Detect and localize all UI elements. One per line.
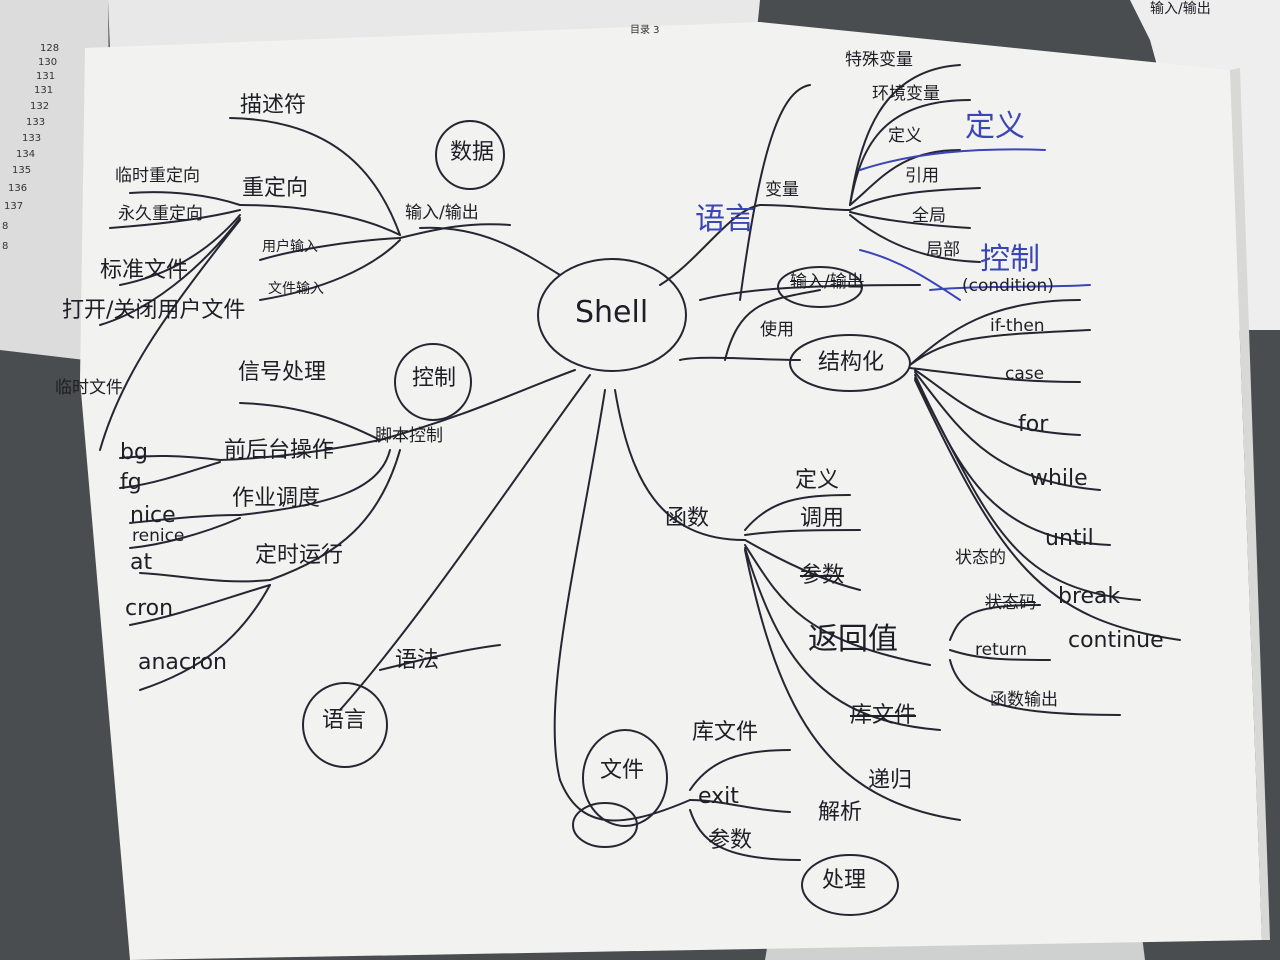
redirect-node: 打开/关闭用户文件 <box>62 298 246 323</box>
struct-child: while <box>1030 466 1088 491</box>
blue-define: 定义 <box>965 109 1025 144</box>
variable-child: 环境变量 <box>872 84 940 104</box>
page-number: 134 <box>16 149 36 160</box>
file-node: exit <box>698 784 739 809</box>
variable-child: 特殊变量 <box>845 50 913 70</box>
struct-node: 结构化 <box>818 350 885 375</box>
control-label: 控制 <box>980 242 1040 277</box>
fgbg-node: bg <box>120 440 148 465</box>
page-number: 136 <box>8 183 28 194</box>
syntax-branch-title: 语法 <box>395 648 440 673</box>
variable-child: 局部 <box>926 240 960 260</box>
io-tag: 数据 <box>450 140 495 165</box>
page-number: 131 <box>36 71 56 82</box>
return-node: 状态码 <box>985 593 1036 613</box>
timed-node: anacron <box>138 650 227 675</box>
page-number: 131 <box>34 85 54 96</box>
page-number: 8 <box>2 241 9 252</box>
timed-node: cron <box>125 596 174 621</box>
redirect-node: 临时重定向 <box>115 166 200 186</box>
io-node: 重定向 <box>242 176 309 201</box>
page-number: 133 <box>26 117 46 128</box>
timed-node: at <box>130 550 153 575</box>
page-number: 8 <box>2 221 9 232</box>
file-node: 库文件 <box>692 720 759 745</box>
io-node: 文件输入 <box>268 281 324 297</box>
variable-node: 变量 <box>765 180 799 200</box>
func-node: 返回值 <box>808 622 898 657</box>
control-branch-title: 脚本控制 <box>375 426 443 446</box>
control-node: 前后台操作 <box>224 438 335 463</box>
use-node: 使用 <box>760 320 794 340</box>
nice-node: nice <box>130 503 176 528</box>
lang-branch-title: 语言 <box>695 202 755 237</box>
struct-child: break <box>1058 584 1121 609</box>
param-node: 解析 <box>818 800 863 825</box>
control-node: 作业调度 <box>232 486 321 511</box>
page-number: 130 <box>38 57 58 68</box>
variable-child: 全局 <box>912 206 946 226</box>
page-number: 128 <box>40 43 60 54</box>
func-node: 库文件 <box>850 703 917 728</box>
page-number: 137 <box>4 201 24 212</box>
control-node: 定时运行 <box>255 543 344 568</box>
redirect-node: 永久重定向 <box>118 204 203 224</box>
page-header: 目录 3 <box>630 25 660 36</box>
page-number: 135 <box>12 165 32 176</box>
func-node: 调用 <box>800 506 845 531</box>
center-node: Shell <box>575 295 649 330</box>
return-node: return <box>975 640 1027 660</box>
io-branch-title: 输入/输出 <box>405 203 479 223</box>
status-prefix: 状态的 <box>955 548 1006 568</box>
control-node: 信号处理 <box>238 360 327 385</box>
struct-child: continue <box>1068 628 1164 653</box>
return-node: 函数输出 <box>990 690 1058 710</box>
redirect-node: 临时文件 <box>55 378 123 398</box>
struct-child: for <box>1018 412 1049 437</box>
param-node: 处理 <box>822 868 867 893</box>
redirect-node: 标准文件 <box>100 258 189 283</box>
func-node: 参数 <box>800 563 845 588</box>
io-node: 用户输入 <box>262 239 318 255</box>
variable-child: 定义 <box>888 126 922 146</box>
file-node: 参数 <box>708 828 753 853</box>
func-node: 定义 <box>795 468 840 493</box>
file-branch-title: 文件 <box>600 758 645 783</box>
control-tag: 控制 <box>412 366 457 391</box>
syntax-tag: 语言 <box>322 708 367 733</box>
io-node: 描述符 <box>240 93 307 118</box>
nice-node: renice <box>132 526 185 546</box>
lang-io-node: 输入/输出 <box>790 272 864 292</box>
struct-child: if-then <box>990 316 1045 336</box>
page-number: 133 <box>22 133 42 144</box>
struct-child: until <box>1045 526 1094 551</box>
corner-note: 输入/输出 <box>1150 1 1211 17</box>
func-branch-title: 函数 <box>665 506 710 531</box>
page-number: 132 <box>30 101 50 112</box>
fgbg-node: fg <box>120 470 142 495</box>
variable-child: 引用 <box>905 166 939 186</box>
struct-child: case <box>1005 364 1045 384</box>
func-node: 递归 <box>868 768 913 793</box>
struct-child: (condition) <box>962 276 1054 296</box>
